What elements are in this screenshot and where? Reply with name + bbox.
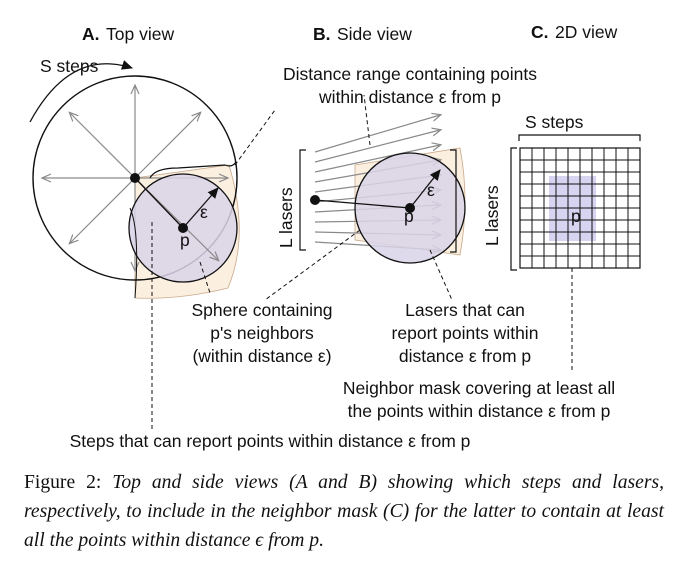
epsilon-label-a: ε [200,202,208,222]
l-lasers-label-c: L lasers [482,185,502,246]
s-steps-label-a: S steps [40,56,99,76]
distance-range-line-1: Distance range containing points [283,64,537,84]
neighbor-mask-line-1: Neighbor mask covering at least all [343,378,615,398]
l-lasers-label-b: L lasers [276,187,296,248]
point-label-b: p [404,206,414,226]
sphere-line-1: Sphere containing [191,300,332,320]
panel-b-side-view: B. Side view L lasers p ε [264,24,466,301]
step-bracket-c [518,134,641,141]
panel-b-letter: B. [313,24,331,44]
lasers-report-line-3: distance ε from p [399,346,531,366]
steps-report-label: Steps that can report points within dist… [70,431,471,451]
laser-bracket-b [299,149,306,251]
point-p-dot-a [178,223,188,233]
laser-bracket-c [510,147,517,271]
panel-c-letter: C. [531,22,549,42]
laser-step-grid [519,147,641,269]
distance-bracket-b [450,149,457,253]
epsilon-label-b: ε [427,180,435,200]
panel-b-title: Side view [337,24,412,44]
distance-range-line-2: within distance ε from p [318,87,501,107]
sphere-line-2: p's neighbors [210,323,314,343]
panel-a-top-view: A. Top view S steps ε p [29,24,276,430]
scan-circle [32,75,238,281]
caption-label: Figure 2: [24,472,102,493]
panel-c-2d-view: C. 2D view S steps L lasers [482,22,641,370]
step-bracket-a [149,161,237,179]
origin-dot-a [130,173,140,183]
s-steps-arrow-a [29,60,133,123]
point-label-c: p [571,206,581,226]
sphere-line-3: (within distance ε) [192,346,331,366]
figure-diagram: A. Top view S steps ε p [29,22,641,451]
figure-caption: Figure 2: Top and side views (A and B) s… [24,468,664,555]
panel-a-letter: A. [82,24,100,44]
s-steps-label-c: S steps [525,112,584,132]
point-label-a: p [180,230,190,250]
annotations: Distance range containing points within … [70,64,616,451]
lasers-report-line-1: Lasers that can [405,300,525,320]
caption-text: Top and side views (A and B) showing whi… [24,472,665,551]
origin-dot-b [310,195,320,205]
lasers-report-line-2: report points within [392,323,539,343]
panel-a-title: Top view [106,24,174,44]
neighbor-mask-line-2: the points within distance ε from p [348,401,611,421]
panel-c-title: 2D view [555,22,618,42]
